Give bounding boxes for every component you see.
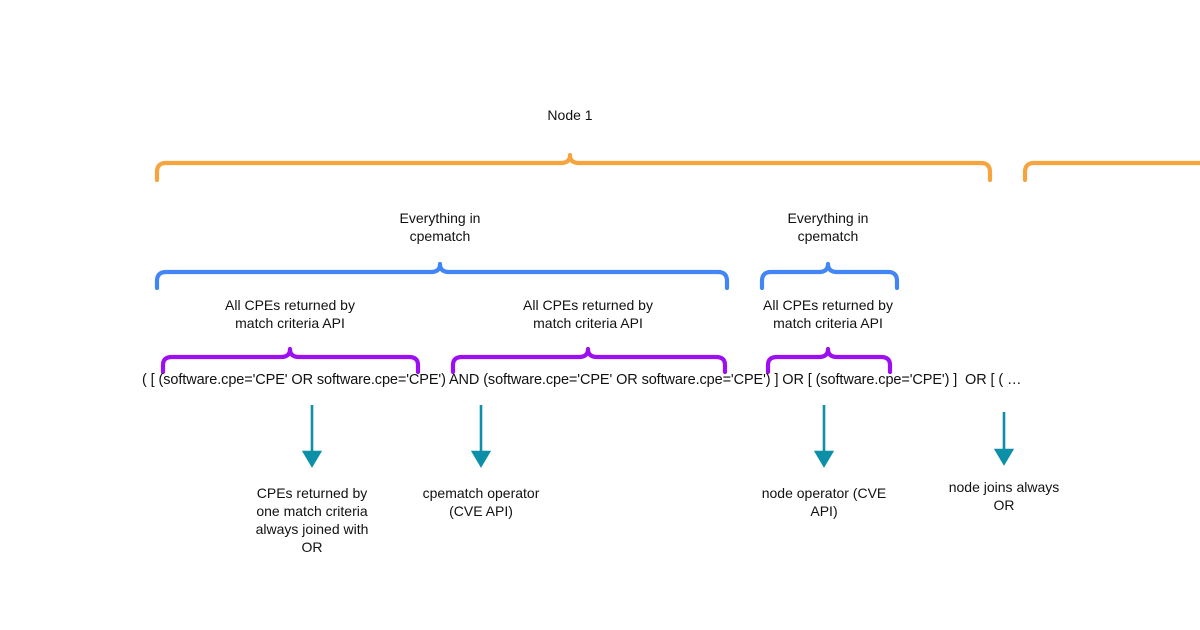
- node-brace-group: [154, 152, 1200, 183]
- match-criteria-label-1: All CPEs returned by match criteria API: [225, 297, 355, 331]
- cpematch-brace-2: [759, 261, 900, 291]
- node-1-label: Node 1: [547, 107, 593, 123]
- node-brace-1: [154, 152, 993, 183]
- match-criteria-label-3: All CPEs returned by match criteria API: [763, 297, 893, 331]
- annotation-cpes-or-label: CPEs returned by one match criteria alwa…: [255, 485, 369, 555]
- annotation-cpematch-operator-label: cpematch operator (CVE API): [422, 485, 540, 519]
- match-brace-2: [450, 346, 728, 375]
- cpematch-label-1: Everything in cpematch: [399, 210, 481, 244]
- annotation-node-operator-label: node operator (CVE API): [761, 485, 887, 519]
- annotation-arrow-group: [301, 405, 1015, 468]
- cpematch-label-2: Everything in cpematch: [787, 210, 869, 244]
- cpe-expression: ( [ (software.cpe='CPE' OR software.cpe=…: [142, 372, 1022, 388]
- match-criteria-label-2: All CPEs returned by match criteria API: [523, 297, 653, 331]
- cpematch-brace-group: [154, 261, 900, 291]
- match-brace-3: [765, 346, 893, 375]
- cpematch-brace-1: [154, 261, 730, 291]
- node-brace-2: [1022, 160, 1200, 183]
- match-brace-1: [160, 346, 421, 375]
- annotation-node-joins-or-label: node joins always OR: [948, 479, 1060, 513]
- match-criteria-brace-group: [160, 346, 893, 375]
